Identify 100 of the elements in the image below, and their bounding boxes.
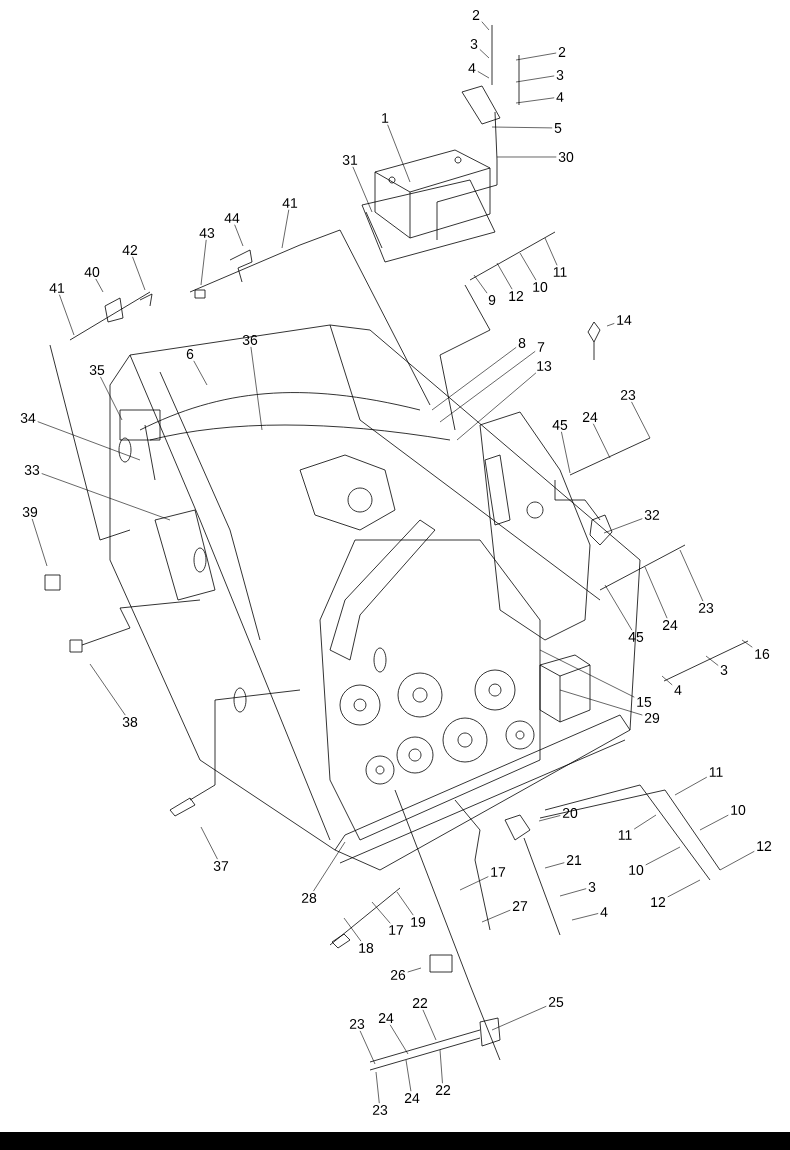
callout-number: 34: [20, 413, 36, 423]
leader-line: [89, 663, 126, 716]
callout-number: 3: [720, 665, 728, 675]
callout-number: 41: [49, 283, 65, 293]
callout-number: 21: [566, 855, 582, 865]
callout-number: 10: [731, 805, 746, 815]
leader-line: [481, 909, 511, 923]
callout-number: 24: [662, 620, 678, 630]
callout-number: 23: [349, 1019, 365, 1029]
callout-number: 38: [122, 717, 138, 727]
callout-number: 8: [518, 338, 526, 348]
callout-number: 11: [709, 767, 723, 777]
leader-line: [200, 239, 207, 286]
leader-line: [200, 826, 218, 860]
leader-line: [496, 262, 513, 290]
leader-line: [631, 401, 651, 439]
callout-number: 20: [562, 808, 578, 818]
leader-line: [705, 655, 719, 666]
leader-line: [515, 75, 555, 83]
leader-line: [679, 549, 704, 602]
callout-number: 6: [186, 349, 194, 359]
leader-line: [674, 776, 708, 796]
leader-line: [132, 256, 146, 291]
leader-line: [343, 917, 362, 942]
callout-number: 9: [488, 295, 496, 305]
callout-number: 43: [199, 228, 215, 238]
leader-line: [41, 473, 171, 521]
callout-number: 17: [389, 925, 404, 935]
leader-line: [37, 421, 141, 461]
callout-number: 12: [509, 291, 524, 301]
leader-line: [234, 224, 244, 247]
leader-line: [719, 851, 755, 871]
callout-number: 28: [301, 893, 317, 903]
callout-number: 26: [390, 970, 406, 980]
callout-number: 23: [698, 603, 714, 613]
leader-line: [387, 124, 411, 183]
callout-number: 25: [548, 997, 564, 1007]
callout-number: 10: [533, 282, 548, 292]
leader-line: [431, 347, 517, 411]
leader-line: [95, 278, 104, 293]
callout-number: 44: [224, 213, 240, 223]
callout-number: 11: [553, 267, 567, 277]
leader-line: [667, 879, 701, 898]
leader-line: [544, 237, 558, 266]
leader-line: [313, 841, 346, 892]
callout-number: 23: [620, 390, 636, 400]
leader-line: [544, 862, 565, 869]
leader-line: [439, 1049, 443, 1084]
leader-line: [59, 294, 75, 336]
leader-line: [491, 126, 553, 129]
callout-number: 24: [378, 1013, 394, 1023]
callout-number: 3: [556, 70, 564, 80]
callout-number: 2: [558, 47, 566, 57]
leader-line: [633, 814, 657, 830]
leader-line: [603, 518, 643, 534]
leader-line: [741, 639, 753, 648]
callout-number: 1: [382, 113, 389, 123]
callout-number: 4: [468, 63, 476, 73]
leader-line: [100, 376, 123, 421]
leader-line: [559, 689, 643, 716]
callout-number: 4: [556, 92, 564, 102]
callout-number: 7: [537, 342, 545, 352]
leader-line: [593, 423, 611, 459]
leader-line: [539, 649, 635, 698]
leader-line: [281, 209, 290, 249]
leader-line: [473, 274, 488, 294]
callout-number: 12: [757, 841, 772, 851]
callout-number: 3: [588, 882, 596, 892]
callout-number: 2: [472, 10, 480, 20]
leader-line: [375, 1071, 380, 1104]
leader-line: [389, 1024, 409, 1055]
callout-number: 22: [412, 998, 428, 1008]
callout-number: 24: [404, 1093, 420, 1103]
callout-number: 10: [629, 865, 644, 875]
leader-line: [645, 846, 681, 866]
callout-number: 24: [582, 412, 598, 422]
leader-line: [606, 323, 615, 327]
leader-line: [371, 901, 391, 924]
callout-number: 4: [674, 685, 682, 695]
callout-number: 15: [637, 697, 652, 707]
callout-number: 32: [644, 510, 660, 520]
callout-number: 41: [282, 198, 298, 208]
leader-line: [481, 21, 490, 31]
leader-line: [422, 1009, 437, 1041]
callout-number: 3: [470, 39, 478, 49]
callout-number: 42: [122, 245, 138, 255]
callout-number: 35: [89, 365, 105, 375]
callout-number: 14: [617, 315, 632, 325]
callout-number: 23: [372, 1105, 388, 1115]
callout-number: 29: [644, 713, 660, 723]
callout-number: 4: [600, 907, 608, 917]
callout-number: 17: [491, 867, 506, 877]
callout-number: 16: [755, 649, 770, 659]
leader-line: [644, 566, 668, 619]
leader-line: [491, 1005, 547, 1031]
leader-line: [396, 891, 414, 916]
callout-number: 33: [24, 465, 40, 475]
leader-line: [515, 97, 555, 104]
leader-line: [439, 351, 536, 423]
callout-number: 45: [552, 420, 568, 430]
